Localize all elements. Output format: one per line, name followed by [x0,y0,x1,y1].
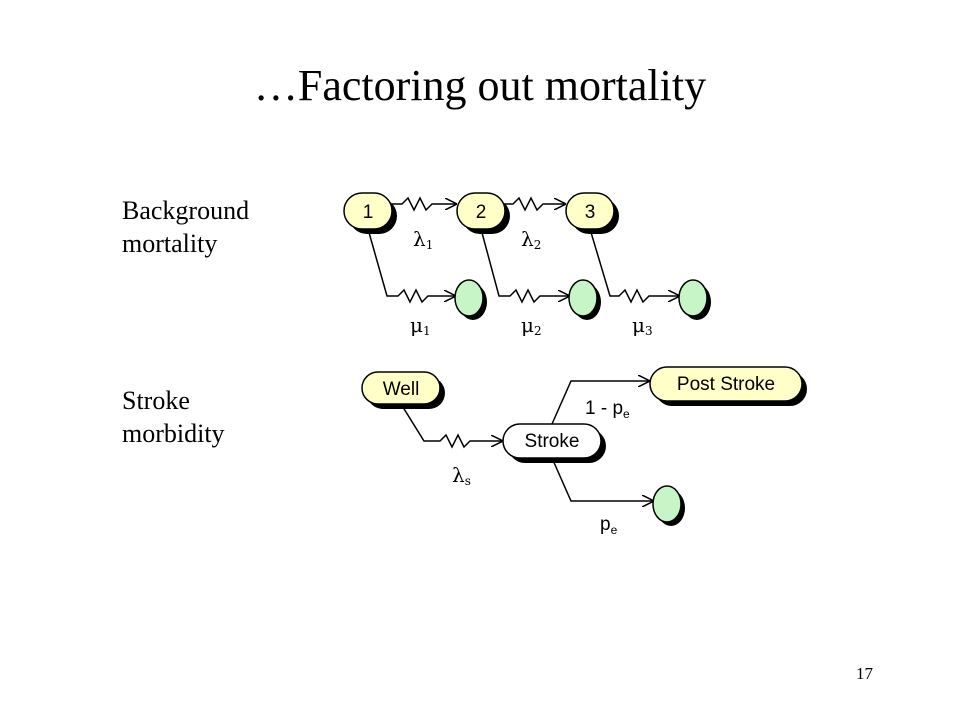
state-label-3: 3 [585,202,596,223]
transition-lambda2-arrow [505,196,565,212]
background-diagram: 1 2 3 λ1 λ2 μ1 μ2 [343,192,711,338]
transition-well-to-stroke-arrow [400,403,502,449]
page-number: 17 [856,664,873,683]
stroke-label-line1: Stroke [122,386,190,415]
state-node-post-stroke: Post Stroke [649,366,807,406]
state-node-stroke: Stroke [502,423,606,463]
death-node-3 [678,279,711,320]
prob-death-label: pe [600,514,618,537]
background-mortality-label: Background mortality [122,194,249,260]
state-label-stroke: Stroke [525,431,580,452]
transition-mu2-arrow [480,228,569,304]
background-label-line1: Background [122,196,250,225]
state-node-3: 3 [565,192,619,234]
stroke-morbidity-label: Stroke morbidity [122,384,225,450]
stroke-diagram: Well Stroke Post Stroke λs 1 - pe [361,366,807,537]
state-node-2: 2 [456,192,510,234]
mu2-label: μ2 [521,313,542,338]
state-label-1: 1 [363,202,374,223]
background-label-line2: mortality [122,229,218,258]
state-label-post-stroke: Post Stroke [677,374,775,395]
transition-mu1-arrow [367,228,455,304]
transition-stroke-to-death-arrow [551,457,653,501]
death-node-2 [568,279,601,320]
state-label-well: Well [383,379,420,400]
transition-mu3-arrow [589,228,679,304]
lambda-s-label: λs [452,463,471,488]
prob-survive-label: 1 - pe [585,398,630,421]
state-node-well: Well [361,371,445,409]
transition-stroke-to-post-arrow [551,381,649,425]
stroke-label-line2: morbidity [122,419,225,448]
mu1-label: μ1 [410,313,431,338]
state-node-1: 1 [343,192,397,234]
slide-title: …Factoring out mortality [253,61,707,110]
lambda2-label: λ2 [521,227,541,252]
death-node-1 [454,279,487,320]
mu3-label: μ3 [632,313,653,338]
lambda1-label: λ1 [413,227,433,252]
transition-lambda1-arrow [392,196,456,212]
state-label-2: 2 [476,202,487,223]
death-node-stroke [652,485,685,526]
